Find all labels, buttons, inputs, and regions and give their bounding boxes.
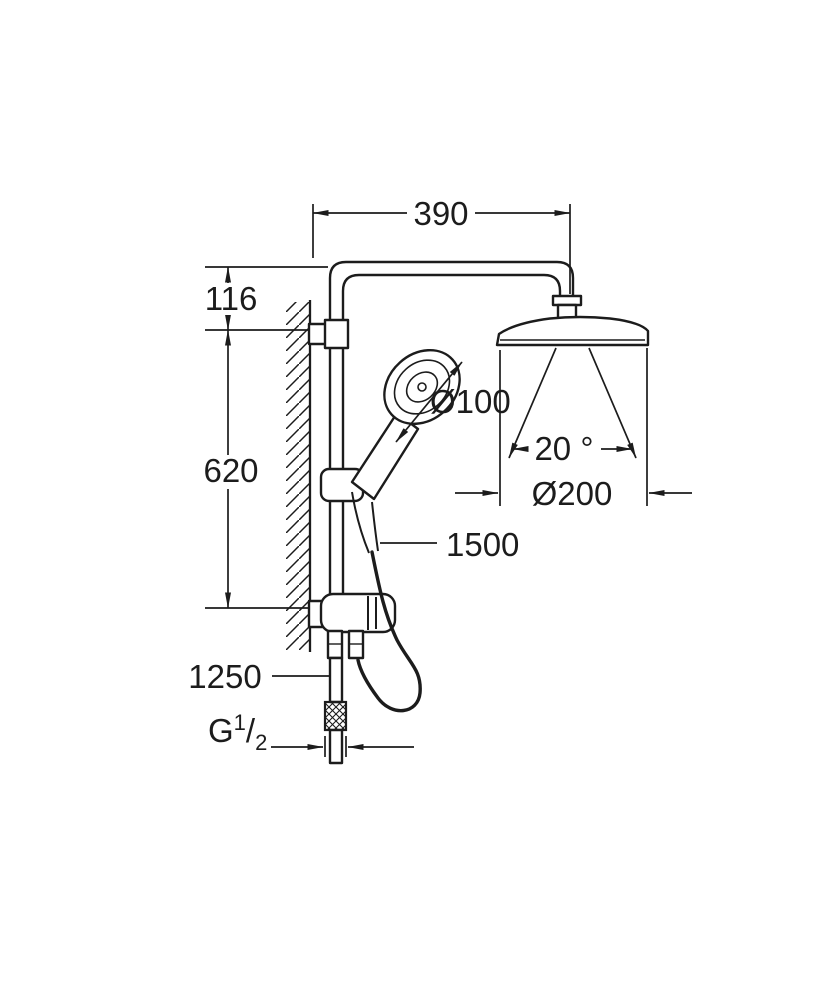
dimension-spray-angle: 20 ° [512,430,633,467]
dim-116-label: 116 [205,280,258,317]
dimension-hose-length: 1500 [380,526,519,563]
shower-rail [307,260,575,620]
dimension-116: 116 [201,266,328,331]
thread-slash: / [246,712,256,749]
handshower-diameter-label: Ø100 [430,383,511,420]
spray-line-left [508,347,557,459]
dim-116-label-bg [201,283,262,315]
headshower-diameter-label: Ø200 [532,475,613,512]
diverter-valve [307,592,397,660]
thread-prefix: G [208,712,234,749]
mounting-height-label: 1250 [188,658,261,695]
dim-390-label-bg [407,197,475,231]
hose-cone-left [351,491,370,554]
spray-line-right [588,347,637,459]
dimension-mounting-height: 1250 [188,658,329,695]
thread-denominator: 2 [255,730,267,755]
hand-shower-handle [350,411,420,501]
dimension-620: 620 [201,329,308,609]
hose-curve [356,550,422,713]
dim-620-label: 620 [203,452,258,489]
dimension-thread: G1/2 [208,710,414,757]
thread-section [323,700,348,732]
wall-hatching [286,302,310,650]
head-shower-joint-nut [551,294,583,307]
dim-620-label-bg [201,455,262,489]
head-shower-plate [495,315,650,347]
dimension-handshower-diameter: Ø100 [395,361,511,443]
head-shower [495,294,650,459]
dimension-headshower-diameter: Ø200 [455,348,692,512]
hose-length-label: 1500 [446,526,519,563]
dim-390-label: 390 [413,195,468,232]
dim-line-100 [395,361,463,443]
rail-collar [323,318,350,350]
shower-hose [351,491,422,713]
dimension-390: 390 [312,195,571,294]
supply-pipe-upper [328,656,344,704]
thread-size-label: G1/2 [208,710,267,755]
supply-pipe-lower [328,728,344,765]
supply-connection [323,656,348,765]
hose-cone-right [371,501,379,552]
wall [286,300,312,652]
thread-numerator: 1 [234,710,246,735]
spray-angle-label: 20 ° [534,430,593,467]
